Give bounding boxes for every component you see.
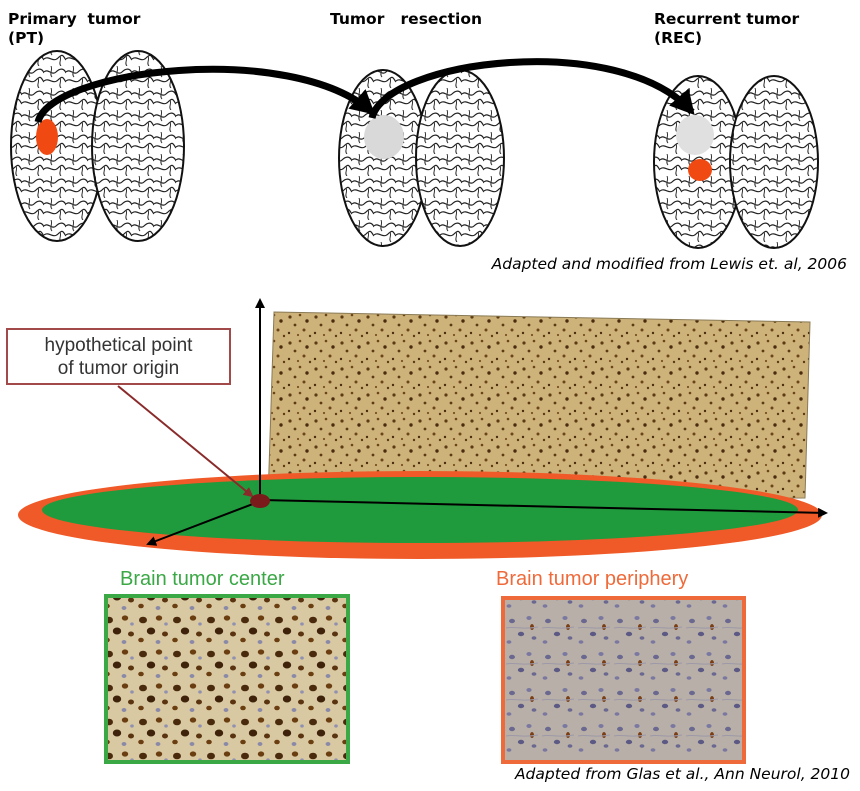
center-micrograph	[106, 596, 348, 762]
brain-primary-tumor	[11, 51, 184, 241]
periphery-title: Brain tumor periphery	[496, 568, 688, 591]
tumor-disc	[18, 471, 822, 559]
citation-lewis: Adapted and modified from Lewis et. al, …	[492, 255, 847, 273]
primary-tumor-spot	[36, 119, 58, 155]
brain-resection	[339, 70, 504, 246]
tumor-origin-callout: hypothetical point of tumor origin	[6, 328, 231, 385]
recurrent-tumor-spot	[688, 159, 712, 181]
resection-cavity-recurrent	[676, 115, 714, 155]
center-title: Brain tumor center	[120, 568, 285, 591]
resection-cavity	[364, 115, 404, 159]
tumor-origin-point	[250, 494, 270, 508]
callout-text: hypothetical point of tumor origin	[45, 335, 193, 379]
citation-glas: Adapted from Glas et al., Ann Neurol, 20…	[515, 765, 850, 783]
periphery-micrograph	[503, 598, 744, 762]
